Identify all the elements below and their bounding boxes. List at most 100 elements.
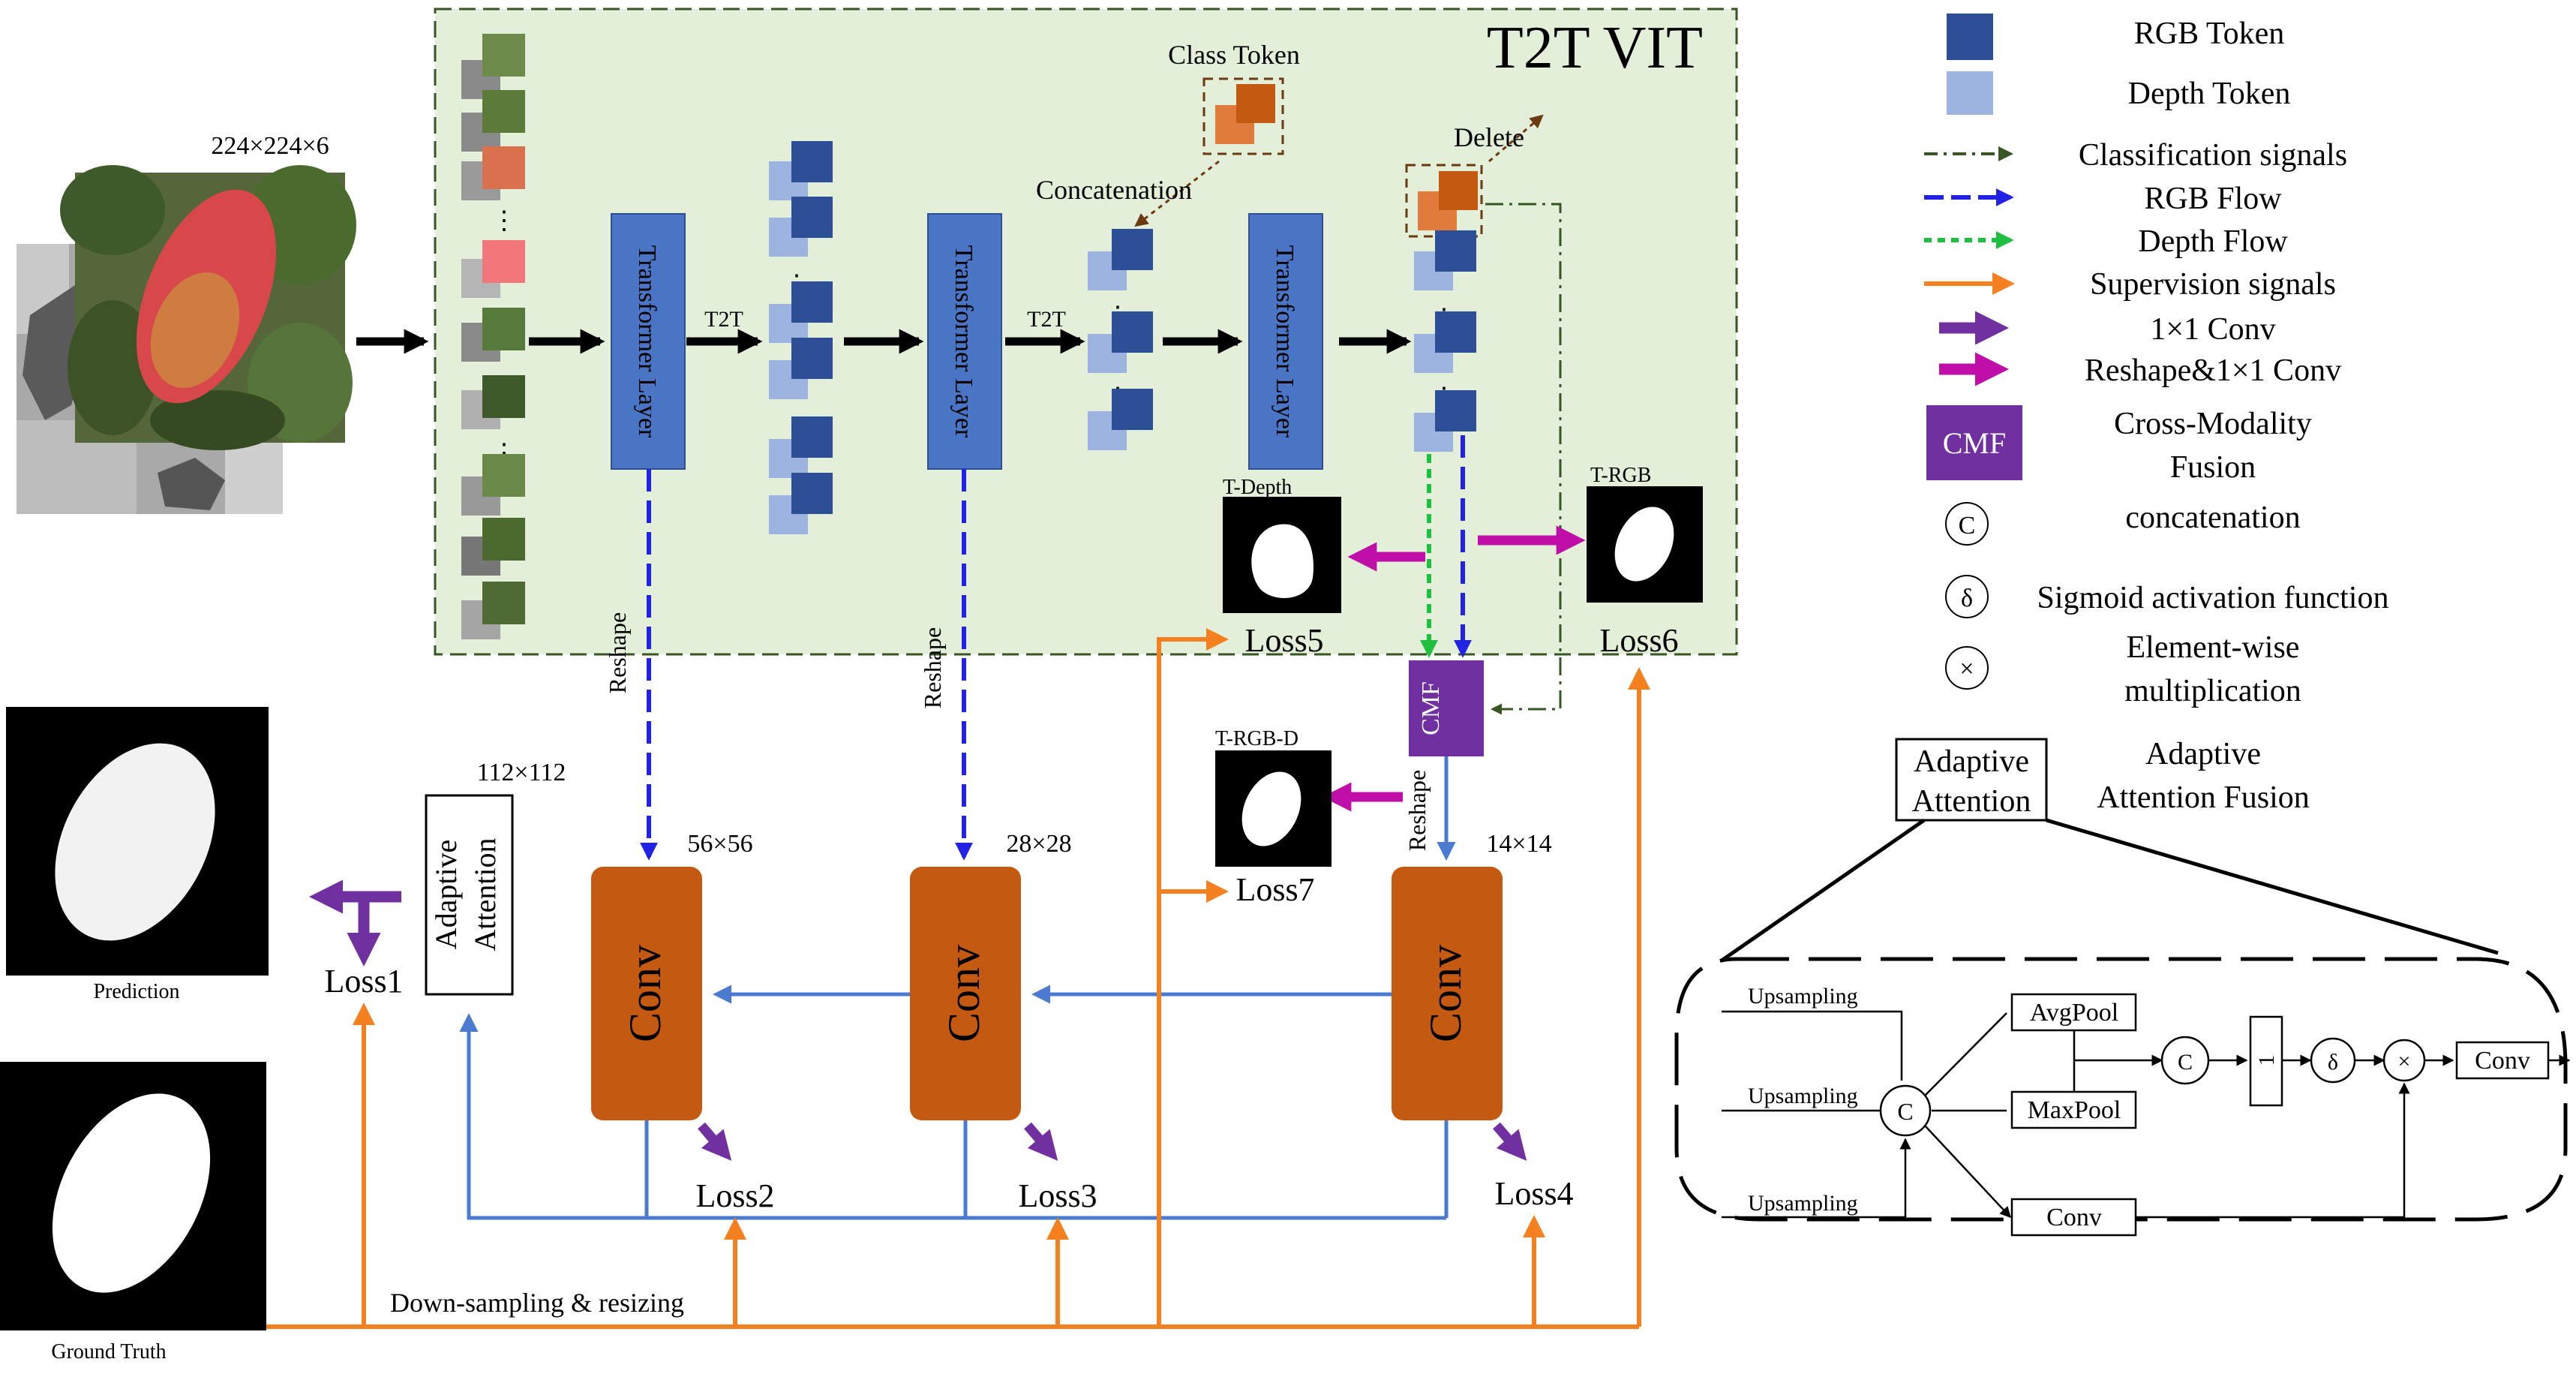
token-stack-3: ⋮ ⋮ (1405, 164, 1483, 452)
legend-cmf-swatch (1926, 405, 2022, 480)
conv-block-1: Conv (591, 867, 702, 1120)
aa-multiply-glyph: × (2398, 1049, 2411, 1074)
aa-conv-box (2010, 1198, 2137, 1237)
aa-concat-out-lines (1924, 1012, 2010, 1217)
cmf-label: CMF (1417, 681, 1445, 735)
loss1-label: Loss1 (324, 963, 403, 1000)
aa-upsampling-1: Upsampling (1748, 984, 1858, 1009)
aa-pool-merge-line (2073, 1030, 2162, 1092)
aa-1x1-box (2249, 1015, 2283, 1107)
loss6-label: Loss6 (1599, 622, 1678, 659)
legend-cmf-swatch-label: CMF (1943, 426, 2007, 460)
conv2-loss3-arrow (1024, 1122, 1058, 1161)
token-stack-1: ⋮ ⋮ (769, 141, 833, 534)
downsampling-label: Down-sampling & resizing (390, 1288, 684, 1318)
legend-aa-box (1895, 738, 2048, 822)
svg-text:⋮: ⋮ (491, 207, 517, 235)
size-112-label: 112×112 (477, 759, 566, 786)
supervision-signals (266, 628, 1650, 1329)
aa-concat-glyph-2: C (2178, 1050, 2193, 1075)
legend-concat-icon-glyph: C (1959, 512, 1976, 540)
class-token-label: Class Token (1168, 40, 1300, 70)
aa-zoom-line-right (2046, 818, 2499, 955)
transformer-layer-2: Transformer Layer (927, 213, 1002, 470)
prediction-label: Prediction (93, 980, 179, 1003)
legend-sigmoid: Sigmoid activation function (2037, 581, 2389, 615)
legend: RGB Token Depth Token Classification sig… (1895, 14, 2389, 822)
transformer-layer-2-label: Transformer Layer (950, 245, 977, 438)
input-size-label: 224×224×6 (211, 132, 329, 160)
legend-sigmoid-icon (1945, 575, 1989, 618)
adaptive-attention-block: Adaptive Attention (425, 794, 514, 996)
aa-1x1-label: 1 (2254, 1055, 2279, 1066)
reshape-label-3: Reshape (1404, 770, 1431, 851)
aa-concat-node (1879, 1084, 1932, 1137)
aa-upsampling-3: Upsampling (1748, 1191, 1858, 1216)
reshape-label-2: Reshape (919, 627, 946, 708)
aa-avgpool-box (2010, 993, 2137, 1032)
legend-rgb-token-swatch (1947, 14, 1993, 60)
t-rgb-d-blob (1241, 771, 1302, 846)
patch-column: ⋮ ⋮ (461, 34, 525, 639)
conv-block-3-label: Conv (1421, 945, 1470, 1042)
conv-block-2-label: Conv (939, 945, 989, 1042)
class-token-box (1202, 77, 1284, 155)
legend-sigmoid-icon-glyph: δ (1961, 585, 1973, 612)
aa-detail: Upsampling Upsampling Upsampling C AvgPo… (1674, 818, 2571, 1237)
aa-out-conv-box (2455, 1041, 2550, 1080)
aa-conv-label: Conv (2046, 1204, 2102, 1231)
legend-multiply-icon-glyph: × (1959, 655, 1974, 683)
legend-reshape-conv: Reshape&1×1 Conv (2085, 353, 2341, 388)
loss3-label: Loss3 (1018, 1177, 1097, 1214)
reshape-label-1: Reshape (604, 612, 631, 693)
legend-elementwise-line2: multiplication (2124, 674, 2301, 708)
size-14-label: 14×14 (1486, 830, 1551, 858)
legend-concat-icon (1945, 502, 1989, 546)
t-rgb-blob (1614, 507, 1674, 582)
legend-rgb-flow: RGB Flow (2144, 182, 2282, 216)
t-depth-label: T-Depth (1223, 476, 1292, 499)
legend-supervision: Supervision signals (2090, 267, 2336, 302)
legend-cmf-line2: Fusion (2170, 450, 2256, 485)
legend-depth-token-swatch (1947, 71, 1993, 115)
conv-block-1-label: Conv (620, 945, 670, 1042)
transformer-layer-3-label: Transformer Layer (1271, 245, 1299, 438)
aa-maxpool-label: MaxPool (2028, 1096, 2121, 1124)
conv3-loss4-arrow (1493, 1122, 1527, 1161)
aa-detail-frame (1674, 957, 2568, 1222)
aa-conv-to-multiply (2136, 1082, 2410, 1219)
adaptive-attention-line2: Attention (468, 837, 502, 951)
legend-conv1x1: 1×1 Conv (2150, 312, 2275, 347)
aa-sigmoid-glyph: δ (2328, 1050, 2338, 1075)
size-56-label: 56×56 (687, 830, 752, 858)
adaptive-attention-line1: Adaptive (429, 840, 463, 950)
transformer-layer-1-label: Transformer Layer (633, 245, 661, 438)
decoder-skip-lines (469, 1017, 1449, 1220)
token-stack-2: ⋮ ⋮ (1088, 229, 1153, 450)
legend-depth-flow: Depth Flow (2138, 224, 2288, 259)
transformer-layer-3: Transformer Layer (1248, 213, 1323, 470)
t-rgb-label: T-RGB (1590, 464, 1651, 487)
legend-multiply-icon (1945, 646, 1989, 690)
t2t-label-2: T2T (1027, 307, 1066, 332)
aa-input-lines (1722, 1010, 1905, 1219)
loss7-label: Loss7 (1235, 871, 1314, 908)
cmf-block: CMF (1409, 660, 1484, 756)
delete-label: Delete (1454, 122, 1524, 152)
legend-aa-box-line1: Adaptive (1914, 744, 2029, 779)
loss5-label: Loss5 (1244, 622, 1323, 659)
ground-truth-label: Ground Truth (51, 1340, 166, 1363)
transformer-layer-1: Transformer Layer (611, 213, 686, 470)
aa-out-conv-label: Conv (2475, 1047, 2530, 1075)
legend-aa-box-line2: Attention (1912, 784, 2031, 819)
legend-depth-token: Depth Token (2128, 77, 2291, 111)
aa-avgpool-label: AvgPool (2030, 999, 2118, 1027)
legend-classification: Classification signals (2079, 138, 2347, 173)
concatenation-label: Concatenation (1036, 175, 1192, 205)
legend-elementwise-line1: Element-wise (2127, 630, 2300, 665)
aa-maxpool-box (2010, 1090, 2137, 1129)
prediction-blob (55, 743, 215, 941)
size-28-label: 28×28 (1006, 830, 1071, 858)
legend-concatenation: concatenation (2125, 501, 2300, 535)
